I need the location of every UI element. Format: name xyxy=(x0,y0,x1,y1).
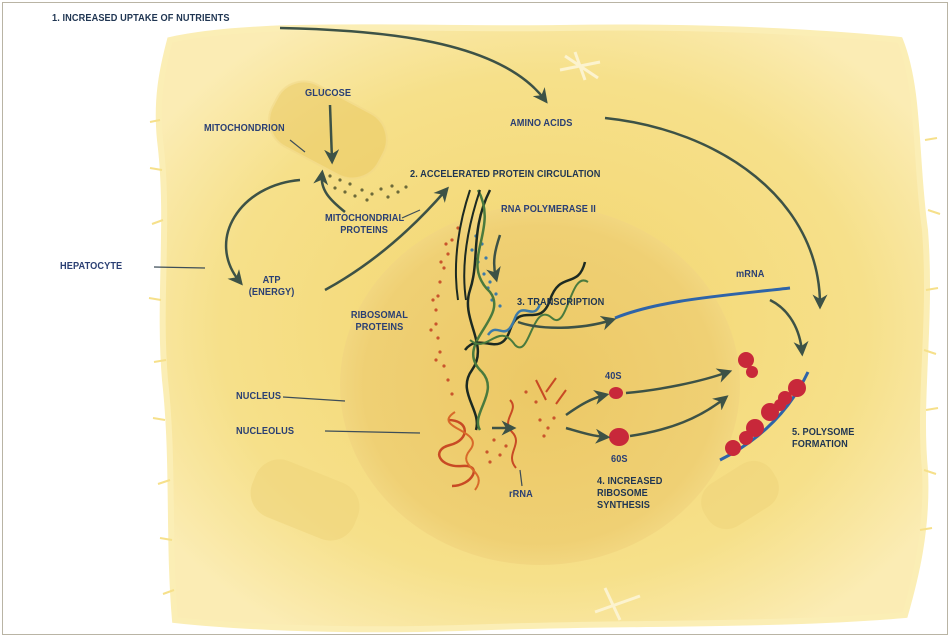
atp-line-1: ATP xyxy=(244,275,299,287)
step-5-label: 5. POLYSOME FORMATION xyxy=(792,427,855,451)
step-3-label: 3. TRANSCRIPTION xyxy=(517,297,604,309)
atp-energy-label: ATP (ENERGY) xyxy=(244,275,299,299)
step-5-line-2: FORMATION xyxy=(792,439,855,451)
mitochondrion-label: MITOCHONDRION xyxy=(204,123,285,135)
step-2-label: 2. ACCELERATED PROTEIN CIRCULATION xyxy=(410,169,601,181)
step-1-label: 1. INCREASED UPTAKE OF NUTRIENTS xyxy=(52,13,230,25)
40s-label: 40S xyxy=(605,371,622,383)
ribosomal-proteins-line-1: RIBOSOMAL xyxy=(350,310,409,322)
rna-polymerase-label: RNA POLYMERASE II xyxy=(501,204,596,216)
step-5-line-1: 5. POLYSOME xyxy=(792,427,855,439)
mitochondrial-proteins-label: MITOCHONDRIAL PROTEINS xyxy=(325,213,403,237)
step-4-line-3: SYNTHESIS xyxy=(597,500,663,512)
mitochondrial-proteins-line-1: MITOCHONDRIAL xyxy=(325,213,403,225)
nucleolus-label: NUCLEOLUS xyxy=(236,426,294,438)
mrna-label: mRNA xyxy=(736,269,764,281)
60s-label: 60S xyxy=(611,454,628,466)
ribosomal-proteins-line-2: PROTEINS xyxy=(350,322,409,334)
step-4-label: 4. INCREASED RIBOSOME SYNTHESIS xyxy=(597,476,663,512)
ribosomal-proteins-label: RIBOSOMAL PROTEINS xyxy=(350,310,409,334)
glucose-label: GLUCOSE xyxy=(305,88,351,100)
nucleus-label: NUCLEUS xyxy=(236,391,281,403)
hepatocyte-label: HEPATOCYTE xyxy=(60,261,122,273)
rrna-label: rRNA xyxy=(509,489,533,501)
mitochondrial-proteins-line-2: PROTEINS xyxy=(325,225,403,237)
atp-line-2: (ENERGY) xyxy=(244,287,299,299)
step-4-line-2: RIBOSOME xyxy=(597,488,663,500)
amino-acids-label: AMINO ACIDS xyxy=(510,118,573,130)
step-4-line-1: 4. INCREASED xyxy=(597,476,663,488)
